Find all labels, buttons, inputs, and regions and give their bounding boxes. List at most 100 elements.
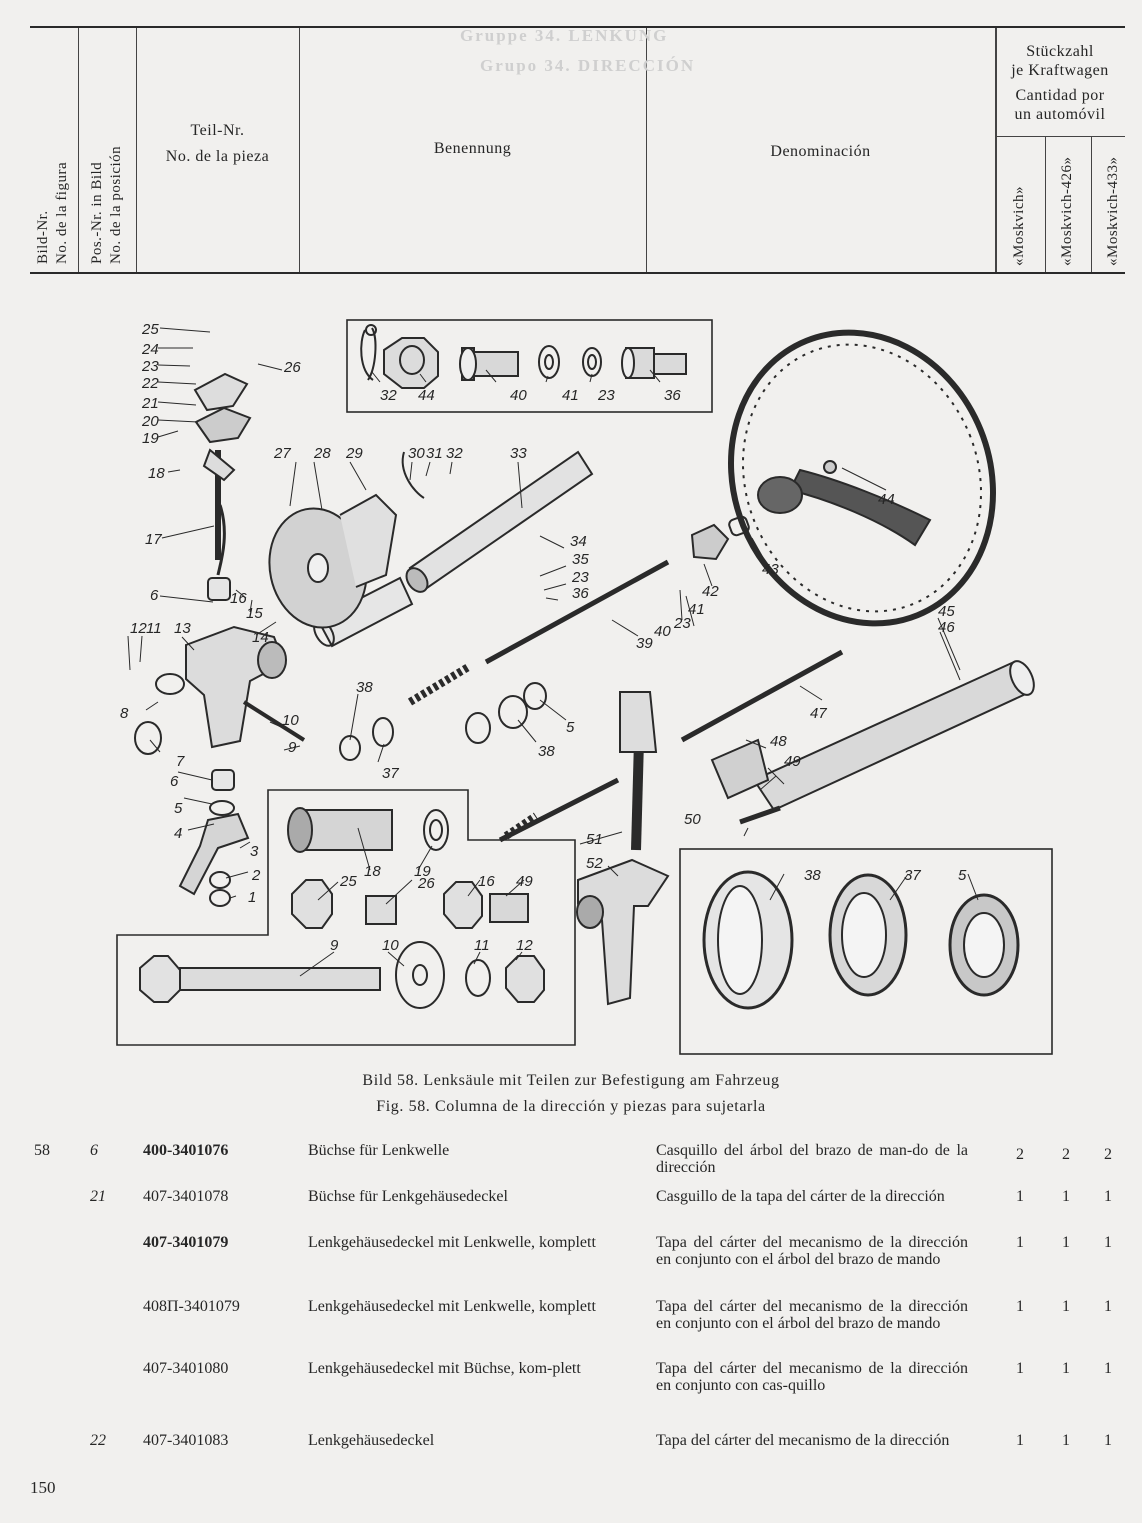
svg-text:10: 10 (382, 937, 399, 954)
svg-text:25: 25 (141, 321, 159, 338)
row-denominacion: Tapa del cárter del mecanismo de la dire… (656, 1360, 968, 1394)
header-benennung: Benennung (433, 140, 512, 157)
svg-text:23: 23 (673, 615, 691, 632)
svg-text:5: 5 (958, 867, 967, 884)
header-divider (1045, 136, 1046, 272)
leader-lines (127, 327, 979, 977)
svg-text:43: 43 (762, 561, 779, 578)
row-part-number: 407-3401083 (143, 1432, 229, 1449)
svg-text:32: 32 (446, 445, 463, 462)
svg-text:6: 6 (170, 773, 179, 790)
svg-text:9: 9 (330, 937, 339, 954)
svg-text:34: 34 (570, 533, 587, 550)
row-benennung: Lenkgehäusedeckel mit Lenkwelle, komplet… (308, 1234, 596, 1251)
row-benennung: Büchse für Lenkgehäusedeckel (308, 1188, 508, 1205)
svg-text:36: 36 (572, 585, 589, 602)
svg-text:38: 38 (538, 743, 555, 760)
svg-text:22: 22 (141, 375, 159, 392)
svg-text:50: 50 (684, 811, 701, 828)
svg-text:20: 20 (141, 413, 159, 430)
row-qty-moskvich-433: 1 (1104, 1298, 1112, 1315)
row-denominacion: Tapa del cárter del mecanismo de la dire… (656, 1432, 950, 1449)
svg-text:49: 49 (784, 753, 801, 770)
svg-text:44: 44 (878, 491, 895, 508)
header-model-moskvich-433: «Moskvich-433» (1105, 156, 1121, 267)
header-divider (299, 28, 300, 272)
row-position: 22 (90, 1432, 106, 1449)
row-qty-moskvich: 1 (1016, 1432, 1024, 1449)
svg-text:37: 37 (904, 867, 921, 884)
svg-text:11: 11 (474, 937, 490, 954)
svg-text:25: 25 (339, 873, 357, 890)
svg-text:18: 18 (364, 863, 381, 880)
steering-column-drawing: 25 24 23 22 21 20 19 26 18 17 6 16 15 14… (116, 319, 1053, 1055)
row-qty-moskvich-433: 2 (1104, 1146, 1112, 1163)
svg-text:23: 23 (571, 569, 589, 586)
svg-text:17: 17 (145, 531, 162, 548)
steering-wheel (728, 329, 996, 627)
svg-text:23: 23 (141, 358, 159, 375)
svg-text:48: 48 (770, 733, 787, 750)
svg-text:14: 14 (252, 629, 269, 646)
svg-text:1: 1 (248, 889, 256, 906)
row-qty-moskvich-426: 1 (1062, 1188, 1070, 1205)
header-divider (646, 28, 647, 272)
figure-caption-es: Fig. 58. Columna de la dirección y pieza… (376, 1098, 766, 1115)
svg-text:45: 45 (938, 603, 955, 620)
row-benennung: Lenkgehäusedeckel (308, 1432, 435, 1449)
row-figure-number: 58 (34, 1142, 50, 1159)
svg-text:32: 32 (380, 387, 397, 404)
inset-top-parts (360, 324, 687, 389)
svg-text:52: 52 (586, 855, 603, 872)
header-position-number: Pos.-Nr. in Bild No. de la posición (89, 145, 124, 264)
svg-text:13: 13 (174, 620, 191, 637)
svg-text:33: 33 (510, 445, 527, 462)
row-qty-moskvich: 1 (1016, 1298, 1024, 1315)
row-qty-moskvich-426: 1 (1062, 1234, 1070, 1251)
svg-text:19: 19 (142, 430, 159, 447)
row-denominacion: Tapa del cárter del mecanismo de la dire… (656, 1298, 968, 1332)
row-benennung: Lenkgehäusedeckel mit Büchse, kom-plett (308, 1360, 581, 1377)
svg-text:19: 19 (414, 863, 431, 880)
svg-text:23: 23 (597, 387, 615, 404)
svg-text:30: 30 (408, 445, 425, 462)
svg-text:7: 7 (176, 753, 185, 770)
svg-text:39: 39 (636, 635, 653, 652)
mounting-flange (268, 451, 425, 629)
row-qty-moskvich: 1 (1016, 1234, 1024, 1251)
row-denominacion: Tapa del cárter del mecanismo de la dire… (656, 1234, 968, 1268)
inset-frame-fasteners-bottom (116, 789, 576, 1046)
svg-text:21: 21 (141, 395, 159, 412)
row-position: 6 (90, 1142, 98, 1159)
row-qty-moskvich: 2 (1016, 1146, 1024, 1163)
svg-text:10: 10 (282, 712, 299, 729)
exploded-view-figure: 25 24 23 22 21 20 19 26 18 17 6 16 15 14… (0, 300, 1142, 1089)
row-position: 21 (90, 1188, 106, 1205)
svg-text:41: 41 (688, 601, 705, 618)
header-part-number: Teil-Nr. No. de la pieza (165, 122, 270, 165)
header-figure-number: Bild-Nr. No. de la figura (35, 161, 70, 264)
svg-text:15: 15 (246, 605, 263, 622)
svg-text:41: 41 (562, 387, 579, 404)
row-qty-moskvich-433: 1 (1104, 1188, 1112, 1205)
svg-text:42: 42 (702, 583, 719, 600)
header-divider (78, 28, 79, 272)
svg-text:2: 2 (251, 867, 261, 884)
svg-text:40: 40 (510, 387, 527, 404)
row-qty-moskvich-426: 1 (1062, 1298, 1070, 1315)
svg-text:51: 51 (586, 831, 603, 848)
svg-text:16: 16 (230, 590, 247, 607)
svg-text:26: 26 (283, 359, 301, 376)
svg-text:5: 5 (174, 800, 183, 817)
svg-text:12: 12 (130, 620, 147, 637)
svg-text:38: 38 (804, 867, 821, 884)
page-number: 150 (30, 1478, 56, 1497)
inset-frame-bearings (679, 848, 1053, 1055)
header-divider (995, 28, 997, 272)
header-divider (1091, 136, 1092, 272)
row-qty-moskvich-426: 1 (1062, 1360, 1070, 1377)
row-part-number: 407-3401080 (143, 1360, 229, 1377)
callout-labels: 25 24 23 22 21 20 19 26 18 17 6 16 15 14… (120, 321, 967, 954)
row-part-number: 407-3401078 (143, 1188, 229, 1205)
steering-gear-assembly (134, 372, 306, 907)
